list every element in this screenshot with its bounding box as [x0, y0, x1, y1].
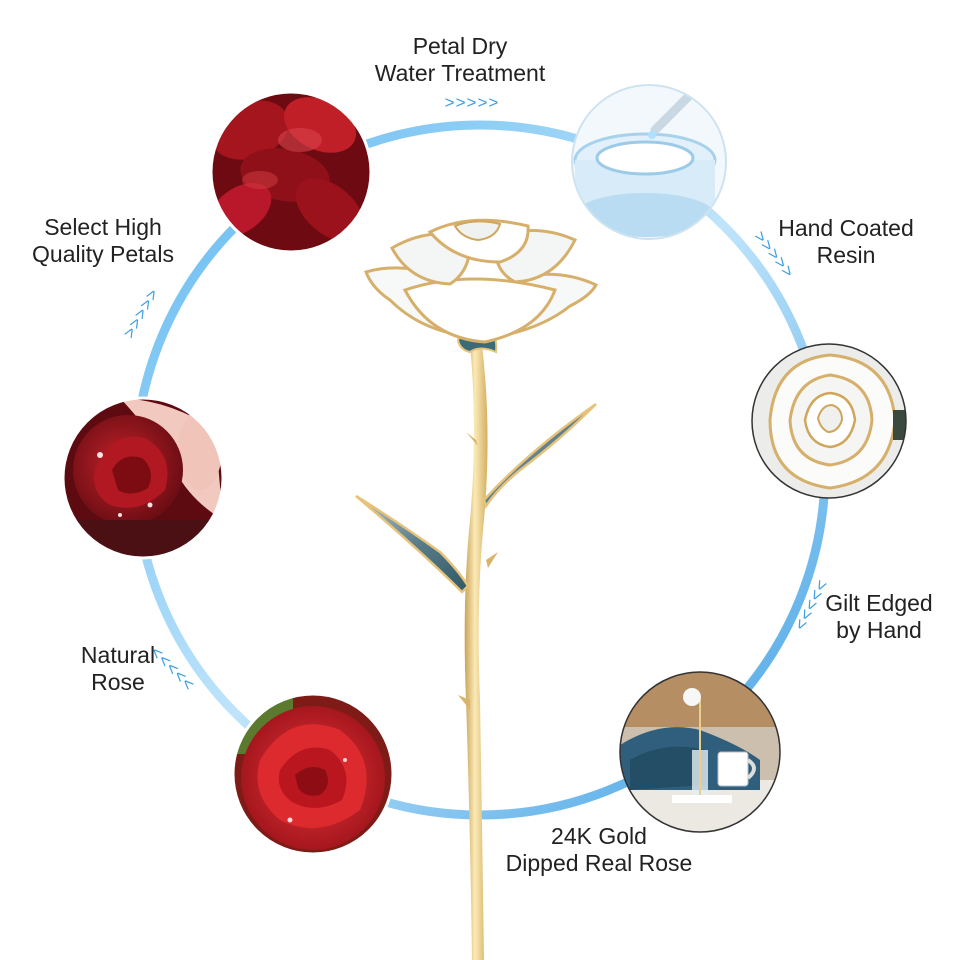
step-label-select-petals: Select High Quality Petals — [24, 214, 182, 268]
step-label-line: Dipped Real Rose — [505, 850, 693, 876]
step-label-24k-gold: 24K Gold Dipped Real Rose — [496, 823, 702, 877]
step-label-gilt-edged: Gilt Edged by Hand — [816, 590, 942, 644]
step-label-hand-coated-resin: Hand Coated Resin — [770, 215, 922, 269]
red-rose-photo — [231, 692, 395, 856]
step-label-petal-dry: Petal Dry Water Treatment — [360, 33, 560, 87]
red-petals-photo — [209, 90, 373, 254]
arrow-chevrons-upper-left: >>>>> — [119, 285, 163, 342]
step-label-line: by Hand — [836, 617, 922, 643]
white-rose-closeup-photo — [751, 343, 907, 499]
resin-dish-photo — [571, 84, 727, 240]
step-label-line: Resin — [816, 242, 876, 268]
step-label-line: Petal Dry — [412, 33, 508, 59]
step-label-natural-rose: Natural Rose — [68, 642, 168, 696]
step-label-line: Rose — [91, 669, 145, 695]
gold-white-rose-illustration — [355, 218, 599, 960]
step-label-line: Natural — [80, 642, 156, 668]
step-label-line: Quality Petals — [32, 241, 174, 267]
arrow-chevrons-top: >>>>> — [445, 93, 500, 112]
step-label-line: Water Treatment — [374, 60, 546, 86]
dew-rose-in-hand-photo — [61, 396, 225, 560]
step-label-line: Hand Coated — [778, 215, 914, 241]
step-label-line: 24K Gold — [551, 823, 647, 849]
step-label-line: Gilt Edged — [825, 590, 933, 616]
step-label-line: Select High — [44, 214, 162, 240]
rose-in-vase-photo — [619, 671, 781, 833]
